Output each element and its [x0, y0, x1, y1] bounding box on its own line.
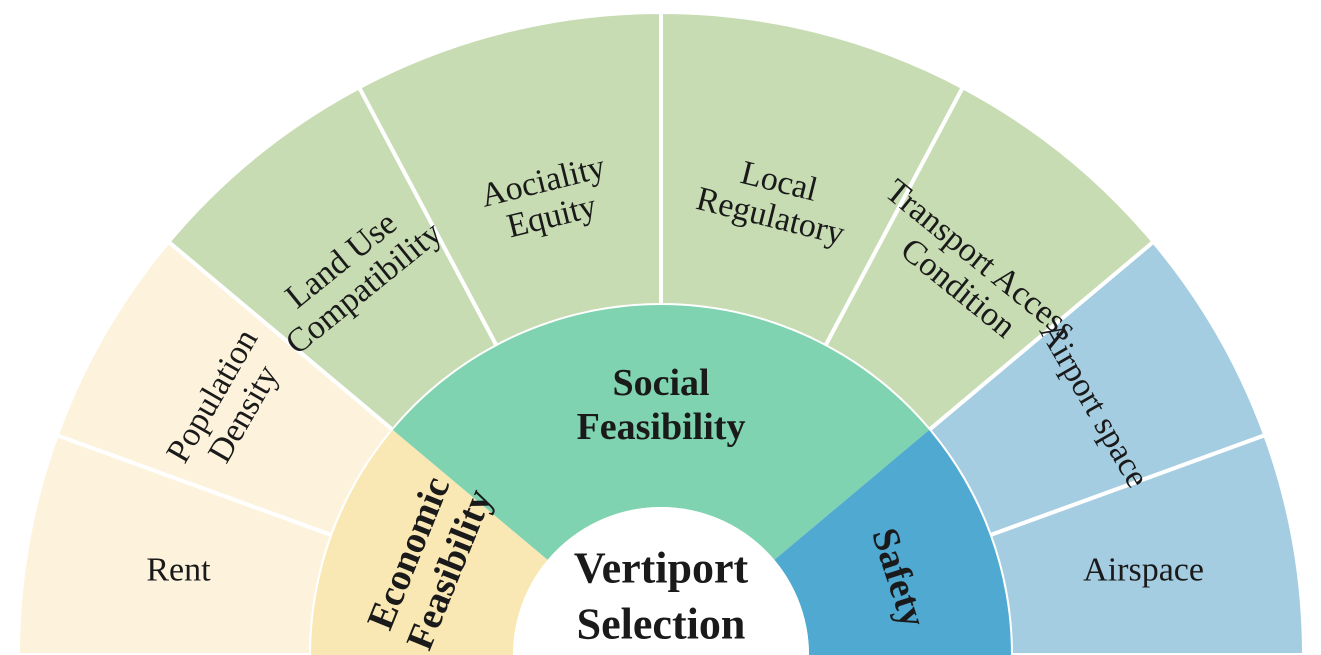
factor-label-rent: Rent [146, 551, 211, 588]
factor-label-airspace: Airspace [1083, 551, 1204, 588]
category-label-social-line: Feasibility [577, 406, 746, 448]
category-segment-social [392, 304, 930, 560]
category-segment-safety [774, 430, 1011, 655]
factor-label-rent-line: Rent [146, 551, 211, 588]
category-label-social-line: Social [612, 362, 709, 404]
center-title-line: Vertiport [574, 544, 749, 593]
category-ring: EconomicFeasibilitySocialFeasibilitySafe… [311, 304, 1011, 655]
center-circle [513, 507, 809, 655]
factor-label-airspace-line: Airspace [1083, 551, 1204, 588]
center-title-line: Selection [577, 600, 746, 649]
category-segment-economic [311, 430, 548, 655]
